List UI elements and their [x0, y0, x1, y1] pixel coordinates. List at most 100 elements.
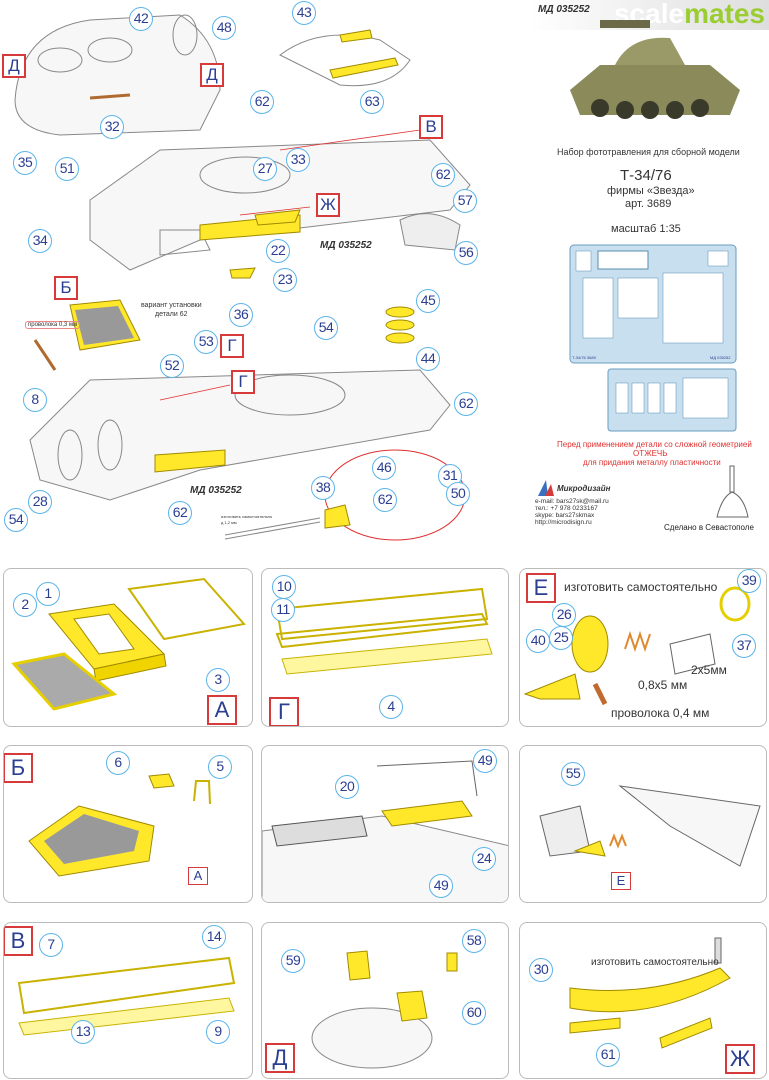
website[interactable]: http://microdisign.ru	[535, 519, 592, 526]
part-callout: 44	[416, 347, 440, 371]
part-callout: 49	[473, 749, 497, 773]
part-callout: 45	[416, 289, 440, 313]
part-callout: 6	[106, 751, 130, 775]
panel-e-drawing	[523, 586, 751, 706]
part-callout: 36	[229, 303, 253, 327]
section-letter: Г	[220, 334, 244, 358]
variant-label-1: вариант установки	[141, 302, 202, 309]
part-callout: 53	[194, 330, 218, 354]
panel-letter: Д	[265, 1043, 295, 1073]
article: арт. 3689	[625, 198, 672, 210]
part-callout: 59	[281, 949, 305, 973]
panel-a-drawing	[11, 577, 246, 711]
part-callout: 4	[379, 695, 403, 719]
part-callout: 55	[561, 762, 585, 786]
panel-rear-detail: 55 Е	[519, 745, 767, 903]
part-callout: 10	[272, 575, 296, 599]
fret-code-1: Т-34/76 3689	[572, 355, 596, 360]
panel-b: Б 6 5 А	[3, 745, 253, 903]
part-callout: 42	[129, 7, 153, 31]
part-callout: 54	[4, 508, 28, 532]
rod-label-1: изготовить самостоятельно	[221, 514, 273, 519]
part-callout: 25	[549, 626, 573, 650]
part-callout: 32	[100, 115, 124, 139]
part-callout: 11	[271, 598, 295, 622]
part-callout: 48	[212, 16, 236, 40]
part-callout: 57	[453, 189, 477, 213]
panel-letter: Г	[269, 697, 299, 726]
dimension-label: 2x5мм	[691, 663, 727, 677]
variant-label-2: детали 62	[155, 311, 188, 318]
reference-letter: А	[188, 867, 208, 885]
part-callout: 52	[160, 354, 184, 378]
panel-d-drawing	[311, 950, 458, 1069]
part-callout: 7	[39, 933, 63, 957]
warning-line-3: для придания металлу пластичности	[583, 458, 721, 467]
wire-label: проволока 0,4 мм	[611, 706, 710, 720]
main-assembly-drawing	[14, 14, 471, 541]
part-callout: 39	[737, 569, 761, 593]
panel-letter: Е	[526, 573, 556, 603]
part-callout: 62	[250, 90, 274, 114]
part-callout: 3	[206, 668, 230, 692]
part-callout: 9	[206, 1020, 230, 1044]
section-letter: Б	[54, 276, 78, 300]
panel-a: 1 2 3 А	[3, 568, 253, 727]
part-callout: 27	[253, 157, 277, 181]
part-callout: 24	[472, 847, 496, 871]
part-callout: 26	[552, 603, 576, 627]
panel-e: Е изготовить самостоятельно 39 26 25 37 …	[519, 568, 767, 727]
made-in: Сделано в Севастополе	[664, 523, 754, 532]
panel-g: 10 11 4 Г	[261, 568, 509, 727]
fret-code-2: МД 035252	[710, 355, 731, 360]
part-callout: 54	[314, 316, 338, 340]
part-callout: 13	[71, 1020, 95, 1044]
part-callout: 22	[266, 239, 290, 263]
make-yourself-label: изготовить самостоятельно	[591, 957, 719, 968]
pe-fret-image	[569, 244, 737, 432]
panel-d: 59 58 60 Д	[261, 922, 509, 1079]
part-callout: 35	[13, 151, 37, 175]
sevastopol-monument-icon	[716, 465, 749, 518]
part-callout: 23	[273, 268, 297, 292]
panel-zh-drawing	[569, 937, 731, 1049]
panel-v: В 7 14 13 9	[3, 922, 253, 1079]
part-callout: 33	[286, 148, 310, 172]
wire-label: проволока 0,3 мм	[25, 321, 81, 329]
panel-hull-fenders: 49 20 24 49	[261, 745, 509, 903]
part-callout: 1	[36, 582, 60, 606]
section-letter: В	[419, 115, 443, 139]
part-callout: 62	[454, 392, 478, 416]
part-callout: 43	[292, 1, 316, 25]
part-callout: 30	[529, 958, 553, 982]
panel-zh: 30 изготовить самостоятельно 61 Ж	[519, 922, 767, 1079]
part-callout: 38	[311, 476, 335, 500]
tank-photo	[570, 20, 740, 119]
section-letter: Д	[2, 54, 26, 78]
reference-letter: Е	[611, 872, 631, 890]
part-callout: 51	[55, 157, 79, 181]
panel-letter: Б	[4, 753, 33, 783]
part-callout: 60	[462, 1001, 486, 1025]
part-callout: 62	[431, 163, 455, 187]
section-letter: Г	[231, 370, 255, 394]
part-callout: 28	[28, 490, 52, 514]
model-title: Т-34/76	[620, 167, 672, 184]
maker: фирмы «Звезда»	[607, 185, 695, 197]
code-label: МД 035252	[190, 485, 242, 496]
warning-line-2: ОТЖЕЧЬ	[633, 449, 668, 458]
brand-name: Микродизайн	[557, 484, 611, 493]
panel-letter: А	[207, 695, 237, 725]
part-callout: 61	[596, 1043, 620, 1067]
scale: масштаб 1:35	[611, 223, 681, 235]
dimension-label: 0,8x5 мм	[638, 678, 688, 692]
panel-hull-drawing	[262, 760, 508, 902]
code-label: МД 035252	[320, 240, 372, 251]
part-callout: 2	[13, 593, 37, 617]
part-callout: 62	[168, 501, 192, 525]
part-callout: 37	[732, 634, 756, 658]
section-letter: Ж	[316, 193, 340, 217]
part-callout: 14	[202, 925, 226, 949]
panel-rear-drawing	[539, 785, 761, 867]
email[interactable]: e-mail: bars27sk@mail.ru	[535, 498, 609, 505]
